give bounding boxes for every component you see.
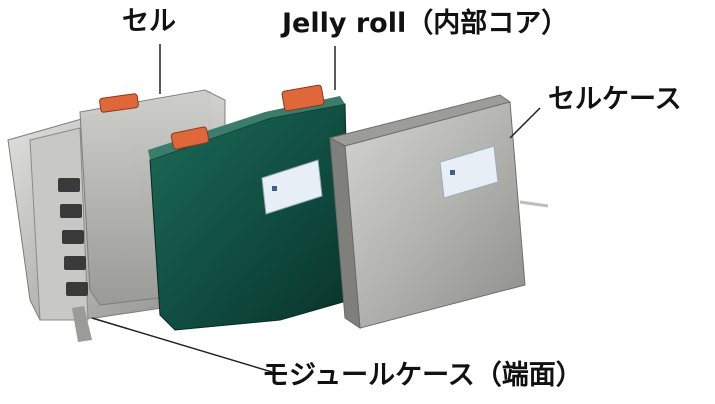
callout-line-cell-case xyxy=(509,107,541,139)
cell-case xyxy=(328,94,549,329)
label-module-case: モジュールケース（端面） xyxy=(262,360,583,391)
label-jelly-roll: Jelly roll（内部コア） xyxy=(282,8,569,39)
jelly-roll xyxy=(148,84,351,331)
label-cell: セル xyxy=(122,6,176,37)
callout-line-module-case xyxy=(91,317,273,373)
end-plate-slots xyxy=(58,178,88,296)
callout-lines xyxy=(91,44,541,373)
label-cell-case: セルケース xyxy=(548,84,682,115)
